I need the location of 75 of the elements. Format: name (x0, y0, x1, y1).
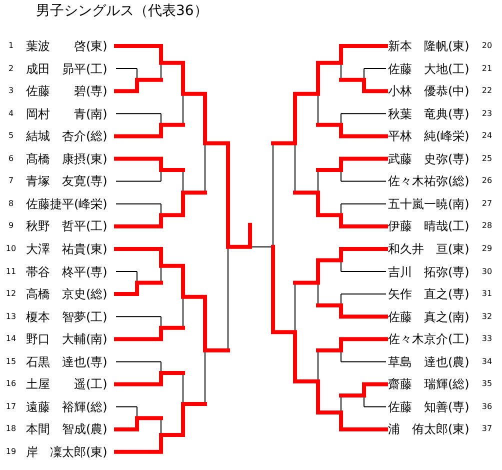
seed-number: 25 (480, 152, 494, 165)
seed-number: 15 (4, 356, 18, 368)
seed-number: 20 (480, 40, 494, 52)
player-name: 佐藤 碧(専) (26, 83, 116, 100)
player-name: 小林 優恭(中) (388, 83, 478, 100)
seed-number: 3 (7, 85, 15, 98)
player-name: 髙橋 康摂(東) (26, 150, 116, 167)
player-name: 伊藤 晴哉(工) (388, 218, 478, 234)
player-name: 青塚 友寛(専) (26, 173, 116, 190)
seed-number: 6 (7, 152, 15, 165)
player-name: 岸 凜太郎(東) (26, 444, 116, 460)
seed-number: 28 (480, 220, 494, 232)
player-name: 齋藤 瑞輝(総) (388, 376, 478, 392)
player-name: 新本 隆帆(東) (388, 38, 478, 54)
seed-number: 11 (4, 266, 18, 278)
seed-number: 32 (480, 310, 494, 323)
player-name: 秋野 哲平(工) (26, 218, 116, 234)
player-name: 矢作 直之(専) (388, 286, 478, 302)
player-name: 和久井 亘(東) (388, 240, 478, 257)
seed-number: 8 (7, 198, 15, 210)
seed-number: 1 (7, 40, 15, 52)
seed-number: 26 (480, 175, 494, 188)
seed-number: 19 (4, 446, 18, 458)
player-name: 佐藤捷平(峰栄) (26, 196, 116, 212)
player-name: 石黒 達也(専) (26, 354, 116, 370)
seed-number: 4 (7, 108, 15, 120)
seed-number: 35 (480, 378, 494, 390)
player-name: 結城 杏介(総) (26, 128, 116, 144)
seed-number: 5 (7, 130, 15, 142)
seed-number: 9 (7, 220, 15, 232)
seed-number: 13 (4, 310, 18, 323)
seed-number: 31 (480, 288, 494, 300)
seed-number: 34 (480, 356, 494, 368)
player-name: 佐藤 大地(工) (388, 60, 478, 77)
player-name: 成田 昴平(工) (26, 60, 116, 77)
player-name: 土屋 遥(工) (26, 376, 116, 392)
seed-number: 16 (4, 378, 18, 390)
player-name: 佐藤 知善(専) (388, 398, 478, 415)
seed-number: 29 (480, 242, 494, 255)
player-name: 大澤 祐貴(東) (26, 240, 116, 257)
seed-number: 27 (480, 198, 494, 210)
player-name: 榎本 智夢(工) (26, 308, 116, 325)
player-name: 佐々木祐弥(総) (388, 173, 478, 190)
player-name: 佐々木京介(工) (388, 331, 478, 348)
player-name: 本間 智成(農) (26, 421, 116, 438)
seed-number: 17 (4, 400, 18, 413)
seed-number: 18 (4, 423, 18, 436)
player-name: 野口 大輔(南) (26, 331, 116, 348)
seed-number: 36 (480, 400, 494, 413)
seed-number: 2 (7, 62, 15, 75)
seed-number: 24 (480, 130, 494, 142)
player-name: 草島 達也(農) (388, 354, 478, 370)
player-name: 帯谷 柊平(専) (26, 264, 116, 280)
player-name: 岡村 青(南) (26, 106, 116, 122)
seed-number: 21 (480, 62, 494, 75)
player-name: 平林 純(峰栄) (388, 128, 478, 144)
player-name: 葉波 啓(東) (26, 38, 116, 54)
seed-number: 22 (480, 85, 494, 98)
seed-number: 10 (4, 242, 18, 255)
title: 男子シングルス（代表36） (36, 2, 208, 20)
seed-number: 23 (480, 108, 494, 120)
player-name: 浦 侑太郎(東) (388, 421, 478, 438)
seed-number: 37 (480, 423, 494, 436)
seed-number: 7 (7, 175, 15, 188)
player-name: 武藤 史弥(専) (388, 150, 478, 167)
player-name: 高橋 京史(総) (26, 286, 116, 302)
player-name: 遠藤 裕輝(総) (26, 398, 116, 415)
player-name: 吉川 拓弥(専) (388, 264, 478, 280)
player-name: 秋葉 竜典(専) (388, 106, 478, 122)
player-name: 五十嵐一暁(南) (388, 196, 478, 212)
seed-number: 30 (480, 266, 494, 278)
seed-number: 14 (4, 333, 18, 346)
seed-number: 12 (4, 288, 18, 300)
player-name: 佐藤 真之(南) (388, 308, 478, 325)
seed-number: 33 (480, 333, 494, 346)
